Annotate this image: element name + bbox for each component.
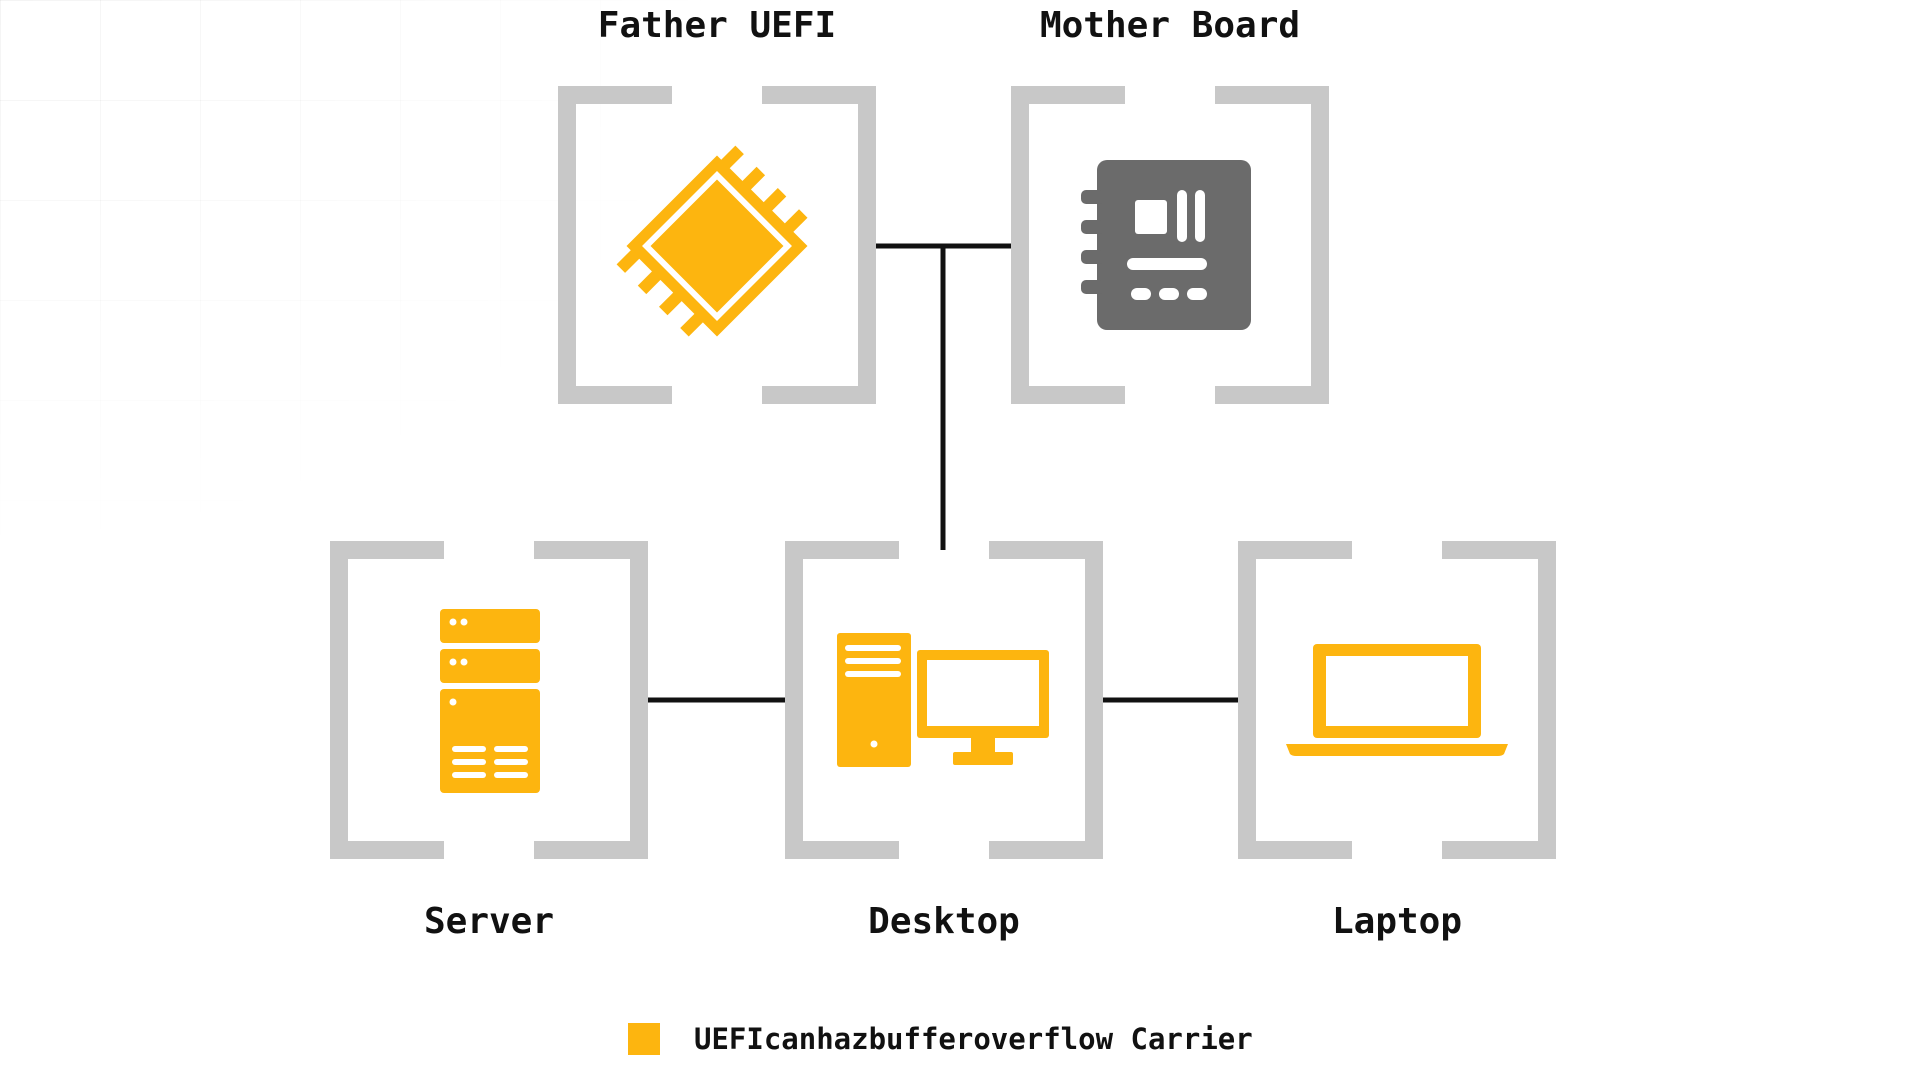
server-icon [440,609,540,793]
node-father-uefi [558,86,876,404]
motherboard-icon [1081,160,1251,330]
connectors [648,243,1238,703]
legend-swatch [628,1023,660,1055]
desktop-icon [837,633,1049,767]
bracket-frame [558,86,876,404]
legend: UEFIcanhazbufferoverflow Carrier [628,1022,1253,1056]
bracket-frame [1238,541,1556,859]
label-desktop: Desktop [868,901,1020,942]
label-father-uefi: Father UEFI [597,5,837,46]
label-server: Server [423,901,555,942]
laptop-icon [1286,644,1508,756]
node-desktop [785,541,1103,859]
chip-icon [616,145,808,337]
legend-label: UEFIcanhazbufferoverflow Carrier [694,1022,1253,1056]
node-laptop [1238,541,1556,859]
node-server [330,541,648,859]
bracket-frame [330,541,648,859]
bracket-frame [785,541,1103,859]
bracket-frame [1011,86,1329,404]
label-laptop: Laptop [1331,901,1463,942]
label-mother-board: Mother Board [1039,5,1301,46]
node-mother-board [1011,86,1329,404]
